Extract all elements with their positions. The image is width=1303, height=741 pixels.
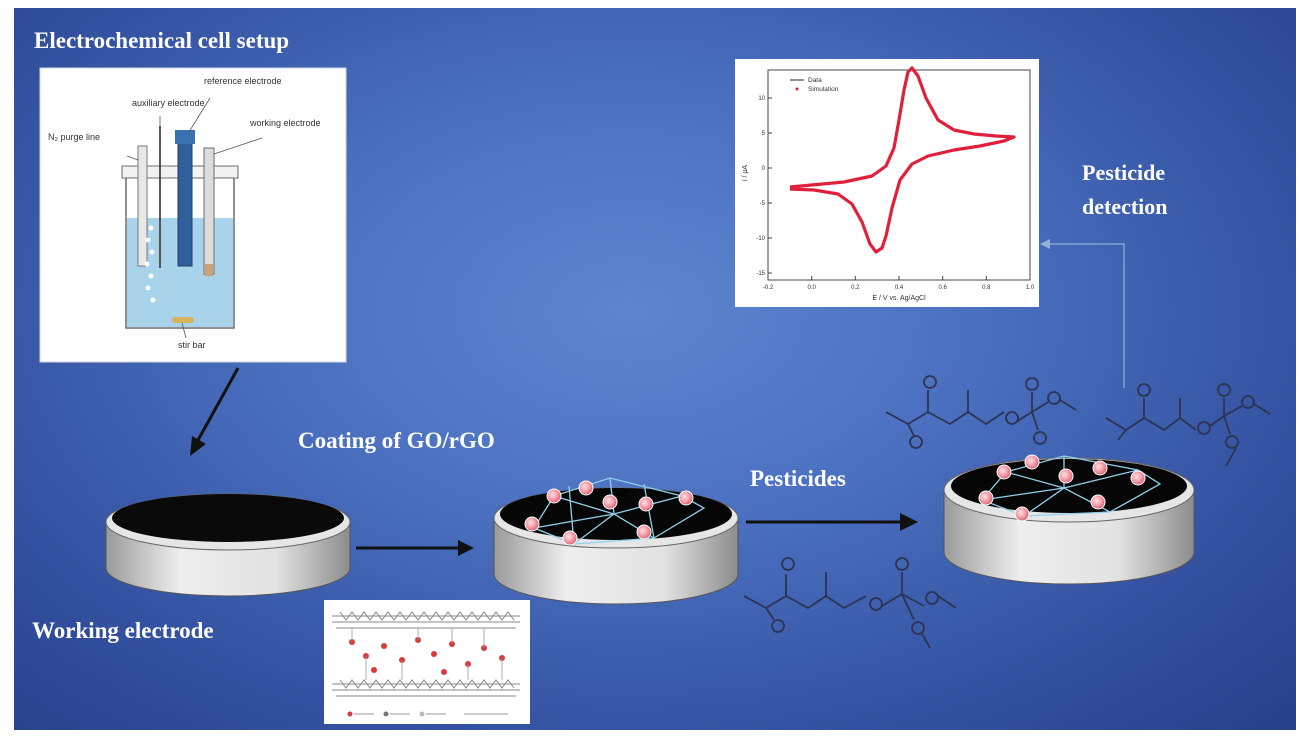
purge-line-tube xyxy=(137,145,148,267)
cv-y-tick-label: 5 xyxy=(762,131,766,137)
pesticides-label: Pesticides xyxy=(750,466,846,491)
reference-electrode xyxy=(177,135,193,267)
cv-y-tick-label: -5 xyxy=(760,201,766,207)
coating-particles xyxy=(524,480,694,546)
graphene-sheet-top xyxy=(332,611,520,629)
cv-curve xyxy=(789,66,1016,254)
graphene-sheet-bottom xyxy=(332,679,520,697)
coated-electrode-disk xyxy=(493,477,739,605)
cv-y-tick-label: 10 xyxy=(758,96,765,102)
working-electrode-title: Working electrode xyxy=(32,618,214,643)
go-structure-panel xyxy=(324,600,530,724)
cv-y-tick-label: -15 xyxy=(756,271,765,277)
cv-x-tick-label: 0.4 xyxy=(895,285,904,291)
detected-particles xyxy=(978,454,1146,522)
cv-y-tick-label: 0 xyxy=(762,166,766,172)
diagram-drawing: N₂ purge line auxiliary electrode refere… xyxy=(39,59,1271,724)
cv-x-ticks xyxy=(767,276,1031,280)
reference-electrode-label: reference electrode xyxy=(204,76,282,86)
cv-x-tick-label: 0.6 xyxy=(939,285,948,291)
n2-purge-label: N₂ purge line xyxy=(48,132,100,142)
cv-x-tick-label: 1.0 xyxy=(1026,285,1035,291)
cv-x-tick-label: 0.0 xyxy=(808,285,817,291)
cv-y-tick-label: -10 xyxy=(756,236,765,242)
graphene-network xyxy=(533,477,706,545)
gas-bubbles xyxy=(144,225,156,303)
arrow-pesticides xyxy=(746,513,918,531)
cv-y-axis-label: i / µA xyxy=(742,165,749,181)
cv-x-tick-label: -0.2 xyxy=(763,285,774,291)
detection-connector xyxy=(1040,239,1125,388)
legend-data-label: Data xyxy=(808,77,822,84)
structure-key xyxy=(347,711,508,717)
legend-simulation-swatch xyxy=(795,87,799,91)
cv-y-ticks xyxy=(768,97,772,274)
working-electrode-rod xyxy=(203,147,215,275)
cv-x-tick-labels: -0.2 0.0 0.2 0.4 0.6 0.8 1.0 xyxy=(763,285,1035,291)
cv-x-axis-label: E / V vs. Ag/AgCl xyxy=(872,295,926,302)
arrow-to-coated xyxy=(356,540,474,556)
arrow-cell-to-electrode xyxy=(190,367,240,456)
cell-panel: N₂ purge line auxiliary electrode refere… xyxy=(39,67,347,363)
bare-electrode-disk xyxy=(105,493,351,597)
stir-bar-label: stir bar xyxy=(178,340,206,350)
pesticide-molecule-bottom xyxy=(743,557,957,649)
cv-y-tick-labels: 10 5 0 -5 -10 -15 xyxy=(756,96,765,277)
pesticide-detection-label: Pesticide detection xyxy=(1082,160,1168,219)
coating-label: Coating of GO/rGO xyxy=(298,428,495,453)
stir-bar xyxy=(172,317,194,323)
pesticide-molecule-top-left xyxy=(885,375,1077,449)
working-electrode-label: working electrode xyxy=(249,118,321,128)
detected-electrode-disk xyxy=(943,454,1195,585)
cv-x-tick-label: 0.8 xyxy=(982,285,991,291)
auxiliary-electrode-label: auxiliary electrode xyxy=(132,98,205,108)
cell-setup-title: Electrochemical cell setup xyxy=(34,28,290,53)
slide-background: Electrochemical cell setup xyxy=(14,8,1296,730)
pesticide-molecule-top-right xyxy=(1105,383,1271,467)
cv-x-tick-label: 0.2 xyxy=(851,285,860,291)
cv-plot-panel: -0.2 0.0 0.2 0.4 0.6 0.8 1.0 10 5 0 -5 -… xyxy=(735,59,1039,307)
legend-simulation-label: Simulation xyxy=(808,86,839,93)
